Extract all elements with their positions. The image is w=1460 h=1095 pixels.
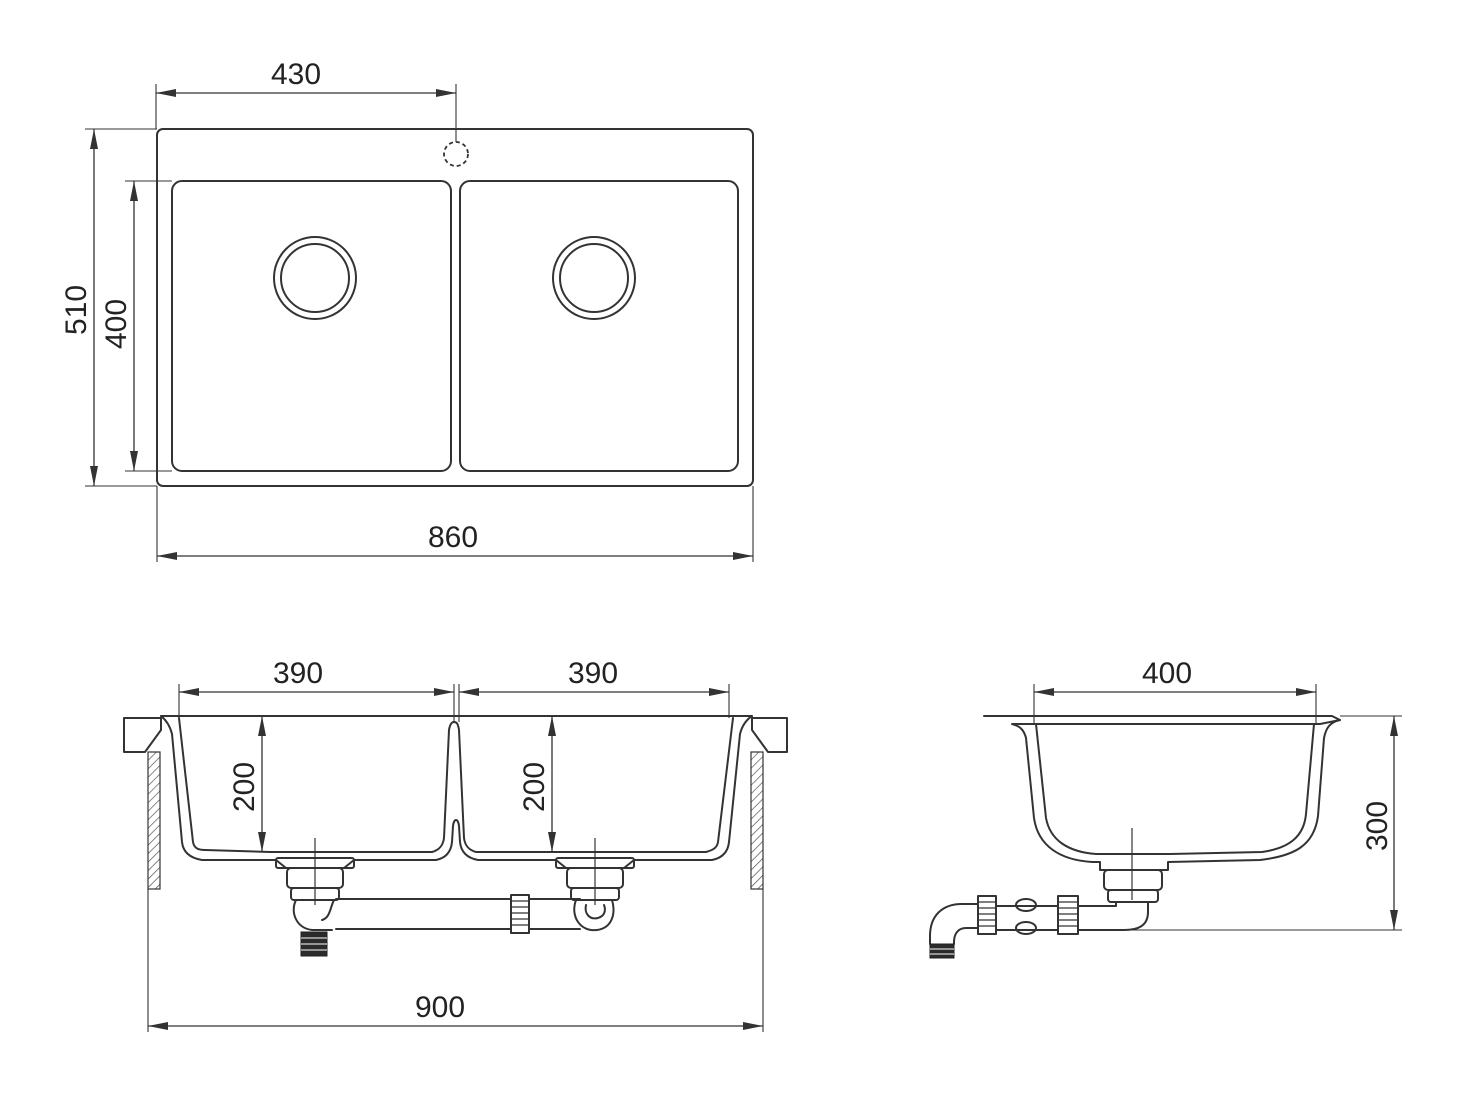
dim-total-depth: 510 [60,128,157,487]
right-bowl-top [459,180,739,472]
countertop-left [123,717,162,753]
label-390-right: 390 [568,657,618,690]
label-900: 900 [415,991,465,1024]
sink-outline-top [156,128,754,487]
dim-side-bowl-width: 400 [1033,657,1317,724]
cabinet-wall-right [750,751,764,890]
cabinet-wall-left [147,751,161,890]
label-390-left: 390 [273,657,323,690]
label-200-left: 200 [228,762,261,812]
dim-left-bowl-depth: 200 [228,716,266,852]
side-view: 400 300 [929,657,1402,959]
dim-right-bowl-depth: 200 [518,716,556,852]
dim-bowl-depth: 400 [100,180,172,472]
left-drain-assembly-icon [275,838,355,957]
side-bowl-outer [1025,719,1341,871]
side-bowl-inner [1035,723,1315,855]
right-drain-assembly-icon [555,838,635,932]
dim-right-bowl-width: 390 [458,657,730,722]
connecting-pipe-icon [335,894,581,934]
dim-side-total-height: 300 [1124,715,1402,931]
dim-faucet-offset: 430 [155,58,457,142]
faucet-hole-icon [443,141,469,167]
left-bowl-top [171,180,452,472]
countertop-right [751,717,788,753]
left-drain-icon [273,236,357,320]
dim-total-width: 860 [156,486,754,562]
label-400-side: 400 [1142,657,1192,690]
label-430: 430 [271,58,321,91]
dim-left-bowl-width: 390 [178,657,455,722]
label-400-top: 400 [100,299,133,349]
label-860: 860 [428,521,478,554]
label-510: 510 [60,285,93,335]
right-drain-icon [552,236,636,320]
label-300: 300 [1361,801,1394,851]
side-drain-assembly-icon [929,869,1163,959]
top-view: 430 510 400 860 [60,58,754,562]
bowl-outer-front [160,715,753,869]
label-200-right: 200 [518,762,551,812]
front-view: 390 390 200 200 [123,657,788,1032]
dim-front-total-width: 900 [147,889,764,1032]
